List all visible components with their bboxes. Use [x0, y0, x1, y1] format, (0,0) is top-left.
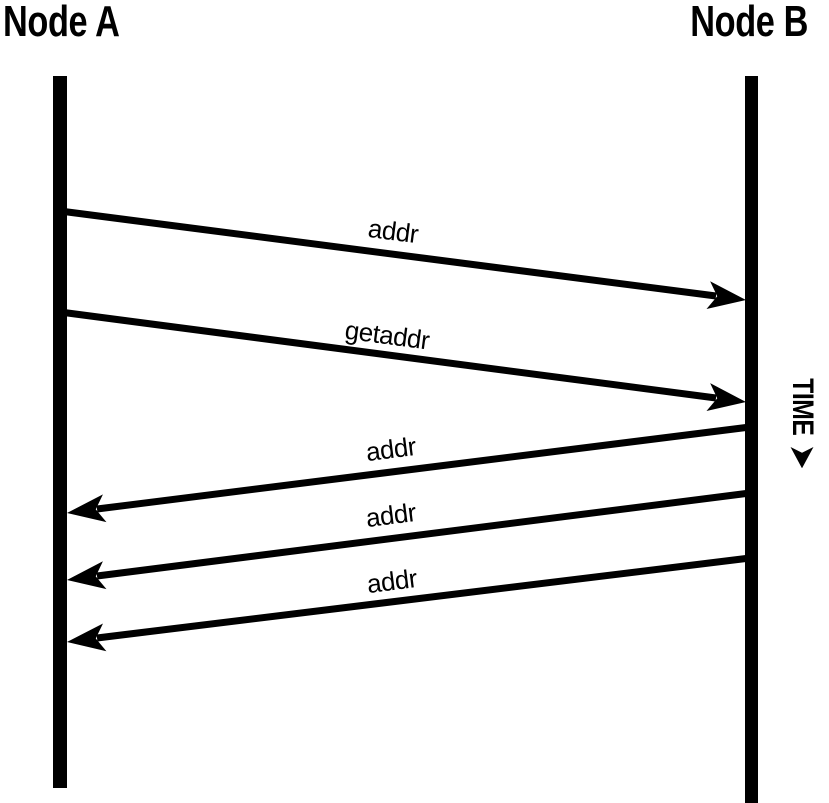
message-arrow-addr-3: addr — [67, 489, 751, 590]
node-a-title: Node A — [3, 0, 120, 46]
node-b-lifeline — [745, 76, 758, 803]
message-line — [96, 554, 751, 642]
message-label: addr — [364, 431, 418, 467]
arrowhead-right-icon — [706, 281, 746, 310]
node-b-title: Node B — [690, 0, 808, 46]
message-label: addr — [366, 213, 420, 249]
message-arrow-addr-4: addr — [67, 554, 751, 652]
message-arrow-addr-1: addr — [59, 207, 746, 310]
message-line — [96, 489, 751, 580]
message-arrow-getaddr: getaddr — [59, 308, 746, 411]
time-axis-label: TIME — [786, 378, 819, 436]
arrowhead-left-icon — [67, 623, 107, 652]
arrowhead-left-icon — [67, 494, 107, 523]
arrowhead-left-icon — [67, 561, 107, 590]
message-label: addr — [364, 497, 418, 533]
time-arrow-down-icon — [790, 446, 814, 468]
message-line — [96, 423, 751, 513]
message-label: addr — [365, 563, 419, 599]
message-line — [59, 207, 717, 300]
node-a-lifeline — [53, 76, 67, 788]
time-axis: TIME — [786, 372, 819, 468]
message-line — [59, 308, 717, 402]
message-arrow-addr-2: addr — [67, 423, 751, 523]
arrowhead-right-icon — [706, 383, 746, 411]
